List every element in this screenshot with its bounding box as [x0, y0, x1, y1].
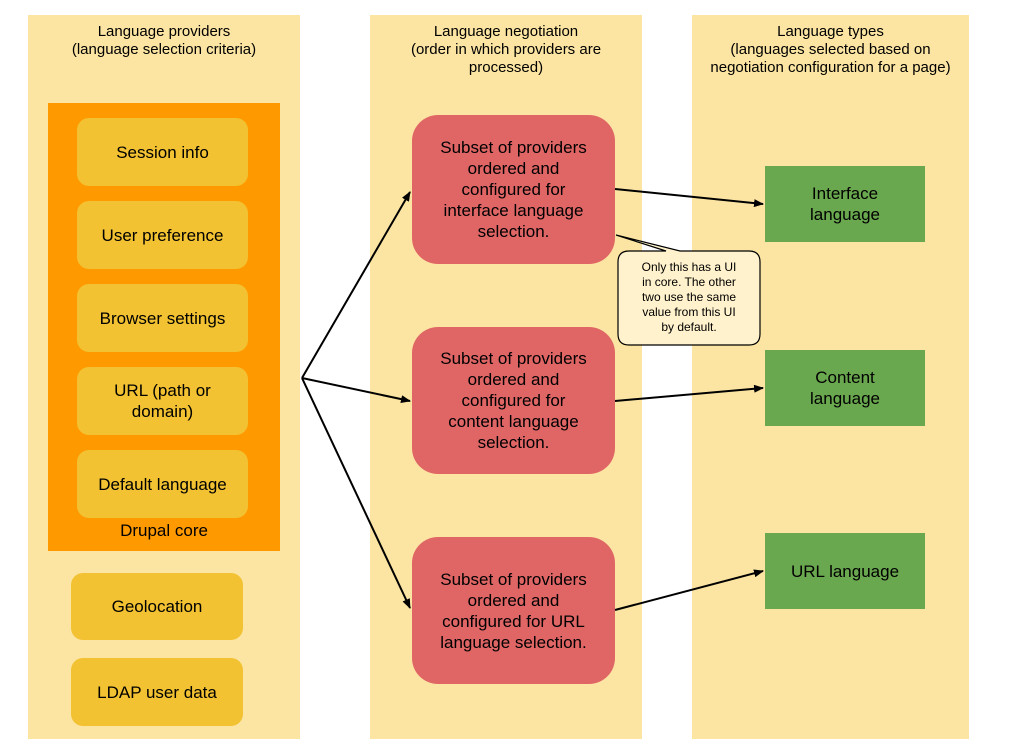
type-url-language: URL language: [765, 533, 925, 609]
callout-bubble: [615, 234, 761, 346]
provider-ldap-user-data: LDAP user data: [71, 658, 243, 726]
negotiation-content: Subset of providers ordered and configur…: [412, 327, 615, 474]
provider-geolocation: Geolocation: [71, 573, 243, 640]
arrow-to-interface-negotiation: [301, 191, 411, 379]
provider-browser-settings: Browser settings: [77, 284, 248, 352]
arrow-to-content-type: [614, 384, 764, 402]
drupal-core-label: Drupal core: [120, 521, 208, 540]
providers-column-title: Language providers (language selection c…: [71, 23, 257, 58]
arrow-to-content-negotiation: [301, 377, 411, 404]
arrow-to-interface-type: [614, 188, 764, 208]
provider-session-info: Session info: [77, 118, 248, 186]
types-column-title: Language types (languages selected based…: [710, 23, 951, 76]
type-content-language: Content language: [765, 350, 925, 426]
negotiation-interface: Subset of providers ordered and configur…: [412, 115, 615, 264]
provider-url: URL (path or domain): [77, 367, 248, 435]
callout-text: Only this has a UI in core. The other tw…: [641, 260, 737, 334]
arrow-to-url-type: [614, 569, 764, 611]
callout: Only this has a UI in core. The other tw…: [617, 250, 761, 345]
provider-default-language: Default language: [77, 450, 248, 518]
negotiation-url: Subset of providers ordered and configur…: [412, 537, 615, 684]
provider-user-preference: User preference: [77, 201, 248, 269]
type-interface-language: Interface language: [765, 166, 925, 242]
negotiation-column-title: Language negotiation (order in which pro…: [410, 23, 602, 76]
arrow-to-url-negotiation: [301, 377, 411, 609]
